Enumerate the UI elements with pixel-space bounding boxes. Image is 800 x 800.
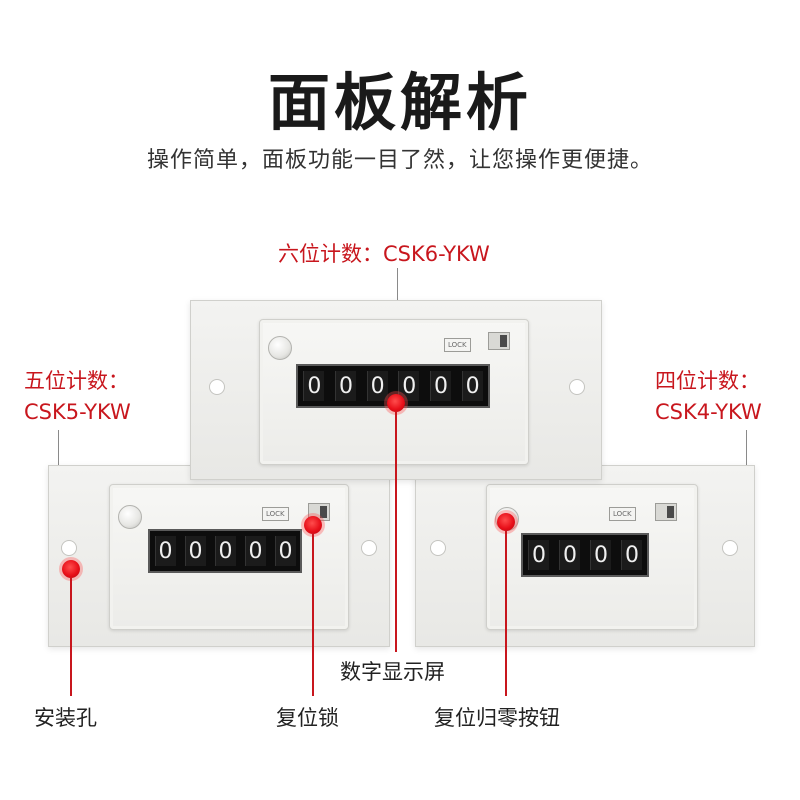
counter-six-digit-panel: LOCK 0 0 0 0 0 0 — [190, 300, 602, 480]
mount-hole-icon — [61, 540, 77, 556]
digit: 0 — [274, 536, 296, 566]
reset-button-five[interactable] — [118, 505, 142, 529]
leader-line-display — [395, 412, 397, 652]
digit: 0 — [559, 540, 580, 570]
digit: 0 — [214, 536, 236, 566]
digit: 0 — [334, 371, 356, 401]
callout-dot-mount-hole — [62, 560, 80, 578]
mount-hole-icon — [722, 540, 738, 556]
label-five-digit-line1: 五位计数： — [24, 369, 129, 393]
callout-reset-button-label: 复位归零按钮 — [434, 706, 560, 730]
digit-display-five: 0 0 0 0 0 — [148, 529, 302, 573]
mount-hole-icon — [209, 379, 225, 395]
callout-dot-reset-lock — [304, 516, 322, 534]
callout-reset-lock-label: 复位锁 — [276, 706, 339, 730]
leader-line-five — [58, 430, 59, 466]
callout-display-label: 数字显示屏 — [340, 660, 445, 684]
counter-five-digit-face: LOCK 0 0 0 0 0 — [109, 484, 349, 630]
leader-line-reset-button — [505, 531, 507, 696]
counter-four-digit-face: LOCK 0 0 0 0 — [486, 484, 698, 630]
leader-line-six — [397, 268, 398, 302]
label-four-digit-line2: CSK4-YKW — [655, 400, 762, 424]
label-six-digit-model: 六位计数：CSK6-YKW — [278, 242, 490, 266]
digit: 0 — [244, 536, 266, 566]
reset-lock-four[interactable] — [655, 503, 677, 521]
mount-hole-icon — [569, 379, 585, 395]
digit: 0 — [621, 540, 642, 570]
page-subtitle: 操作简单，面板功能一目了然，让您操作更便捷。 — [146, 148, 653, 173]
digit: 0 — [461, 371, 483, 401]
leader-line-reset-lock — [312, 534, 314, 696]
callout-dot-display — [387, 394, 405, 412]
leader-line-mount-hole — [70, 578, 72, 696]
callout-mount-hole-label: 安装孔 — [34, 706, 97, 730]
digit-display-four: 0 0 0 0 — [521, 533, 649, 577]
digit: 0 — [184, 536, 206, 566]
callout-dot-reset-button — [497, 513, 515, 531]
digit-display-six: 0 0 0 0 0 0 — [296, 364, 490, 408]
label-four-digit-line1: 四位计数： — [655, 369, 760, 393]
counter-four-digit-panel: LOCK 0 0 0 0 — [415, 465, 755, 647]
digit: 0 — [303, 371, 325, 401]
mount-hole-icon — [430, 540, 446, 556]
digit: 0 — [366, 371, 388, 401]
label-five-digit-line2: CSK5-YKW — [24, 400, 131, 424]
reset-button-six[interactable] — [268, 336, 292, 360]
counter-five-digit-panel: LOCK 0 0 0 0 0 — [48, 465, 390, 647]
digit: 0 — [590, 540, 611, 570]
counter-six-digit-face: LOCK 0 0 0 0 0 0 — [259, 319, 529, 465]
leader-line-four — [746, 430, 747, 466]
digit: 0 — [429, 371, 451, 401]
digit: 0 — [398, 371, 420, 401]
digit: 0 — [528, 540, 549, 570]
page-title: 面板解析 — [267, 66, 532, 139]
digit: 0 — [154, 536, 176, 566]
mount-hole-icon — [361, 540, 377, 556]
lock-label-five: LOCK — [262, 507, 289, 521]
lock-label-four: LOCK — [609, 507, 636, 521]
reset-lock-six[interactable] — [488, 332, 510, 350]
lock-label-six: LOCK — [444, 338, 471, 352]
